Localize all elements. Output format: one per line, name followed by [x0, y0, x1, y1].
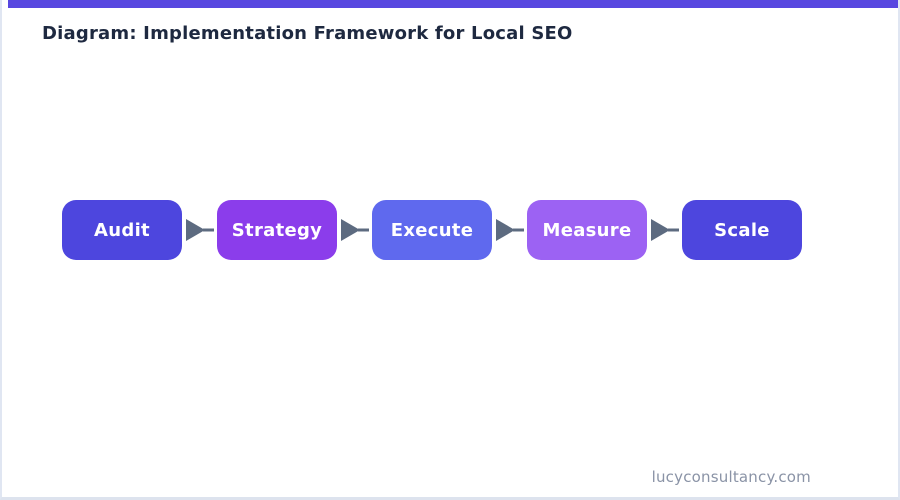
footer-watermark: lucyconsultancy.com: [651, 468, 811, 486]
arrow-right-icon: [492, 200, 527, 260]
step-execute-label: Execute: [390, 219, 474, 241]
step-strategy: Strategy: [217, 200, 337, 260]
step-audit: Audit: [62, 200, 182, 260]
accent-bar: [8, 0, 898, 8]
arrow-right-icon: [647, 200, 682, 260]
arrow-right-icon: [337, 200, 372, 260]
step-measure-label: Measure: [542, 219, 632, 241]
step-measure: Measure: [527, 200, 647, 260]
step-scale: Scale: [682, 200, 802, 260]
step-execute: Execute: [372, 200, 492, 260]
step-strategy-label: Strategy: [231, 219, 323, 241]
arrow-right-icon: [182, 200, 217, 260]
step-audit-label: Audit: [94, 219, 150, 241]
process-flow: Audit Strategy Execute: [62, 200, 802, 260]
page-title: Diagram: Implementation Framework for Lo…: [42, 23, 573, 44]
step-scale-label: Scale: [714, 219, 770, 241]
